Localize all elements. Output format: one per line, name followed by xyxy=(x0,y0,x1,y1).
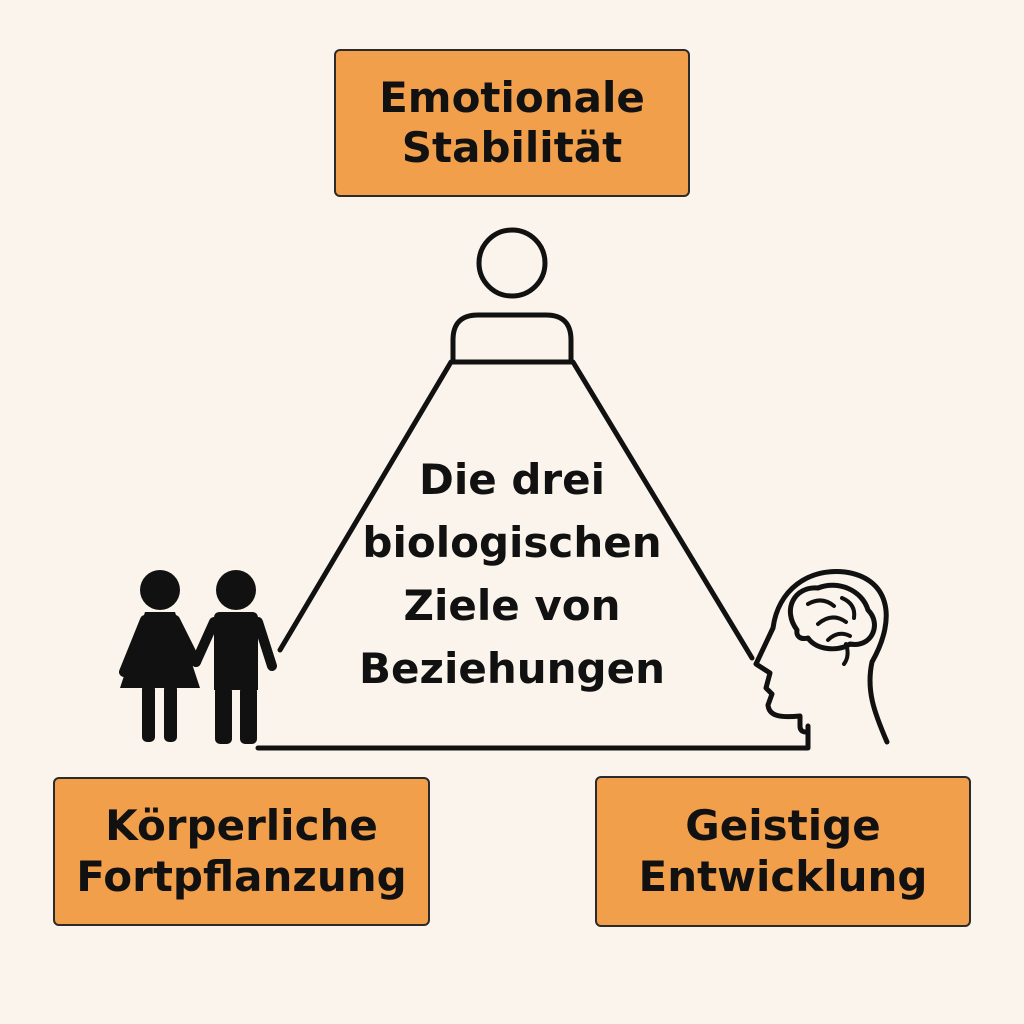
goal-top-line-2: Stabilität xyxy=(401,123,623,172)
goal-left-line-1: Körperliche xyxy=(105,801,378,851)
triangle-edge-left xyxy=(277,359,454,653)
center-title-line-2: biologischen xyxy=(362,518,662,567)
head-brain-icon xyxy=(753,569,890,745)
goal-right-line-1: Geistige xyxy=(685,801,881,851)
center-title-line-3: Ziele von xyxy=(403,581,621,630)
couple-icon xyxy=(119,570,277,744)
triangle-edge-base xyxy=(255,723,811,751)
person-icon xyxy=(450,227,574,365)
center-title-line-4: Beziehungen xyxy=(359,644,665,693)
goal-box-emotional-stability: Emotionale Stabilität xyxy=(334,49,690,197)
center-title-line-1: Die drei xyxy=(418,455,606,504)
goal-box-physical-reproduction: Körperliche Fortpflanzung xyxy=(53,777,430,926)
goal-left-line-2: Fortpflanzung xyxy=(76,851,407,901)
goal-box-mental-development: Geistige Entwicklung xyxy=(595,776,971,927)
goal-right-line-2: Entwicklung xyxy=(638,851,928,901)
triangle-edge-right xyxy=(570,359,755,661)
goal-top-line-1: Emotionale xyxy=(379,72,645,122)
center-title: Die drei biologischen Ziele von Beziehun… xyxy=(330,448,694,700)
